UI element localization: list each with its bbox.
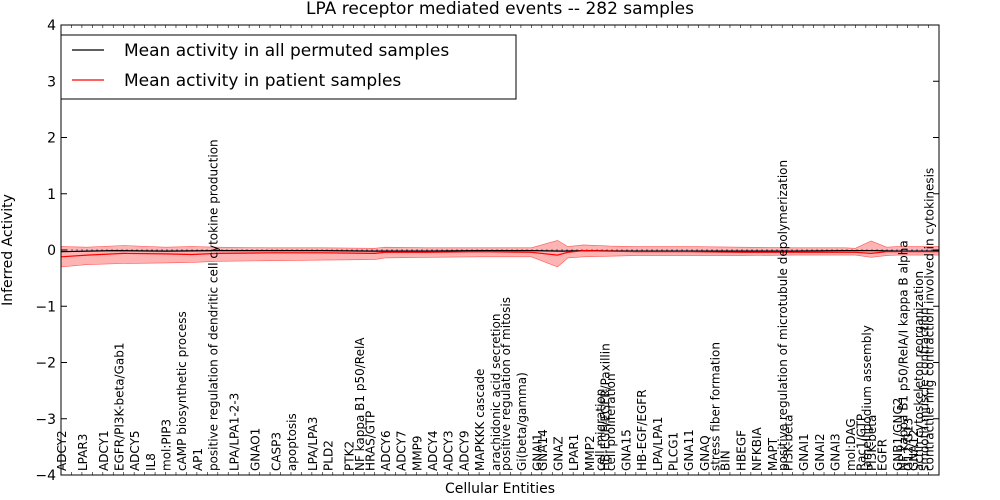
entity-label: PLD2 [322, 440, 336, 471]
entity-label: ADCY6 [379, 430, 393, 471]
entity-label: GNAI2 [813, 433, 827, 471]
entity-label: GNA14 [536, 429, 550, 471]
legend: Mean activity in all permuted samples Me… [60, 34, 517, 100]
patient-confidence-band [60, 240, 940, 268]
entity-label: PI3K-beta [781, 415, 795, 471]
entity-label: ADCY4 [426, 430, 440, 471]
entity-label: HB-EGF/EGFR [635, 389, 649, 471]
chart-title: LPA receptor mediated events -- 282 samp… [306, 0, 694, 19]
entity-label: LPAR1 [567, 434, 581, 471]
entity-label: GNA12 [907, 429, 921, 471]
entity-label: GNA15 [619, 429, 633, 471]
entity-label: PLCG1 [667, 432, 681, 471]
entity-label: mol:DAG [844, 418, 858, 471]
legend-box [60, 34, 517, 100]
confidence-band-layer [60, 240, 940, 268]
y-tick-label: 1 [47, 187, 56, 203]
entity-label: Gi(beta/gamma) [515, 372, 529, 471]
entity-label: ADCY1 [97, 430, 111, 471]
entity-label: MAPKKK cascade [473, 369, 487, 471]
y-tick-label: 4 [47, 18, 56, 34]
y-tick-label: −1 [35, 299, 56, 315]
entity-label: GNAI1 [531, 433, 545, 471]
legend-label-permuted: Mean activity in all permuted samples [124, 41, 449, 61]
x-axis-label: Cellular Entities [445, 481, 555, 497]
entity-label: smooth muscle contraction [917, 307, 931, 471]
entity-label: stress fiber formation [708, 342, 722, 471]
entity-label: cell proliferation [604, 373, 618, 471]
entity-label: NF kappa B1 p50/RelA/I kappa B alpha [896, 240, 910, 471]
entity-label: GNAZ [552, 436, 566, 471]
entity-label: G12/G13 [902, 418, 916, 471]
entity-label: NFKBIA [750, 426, 764, 471]
entity-label: GNA11 [682, 429, 696, 471]
entity-label: apoptosis [285, 413, 299, 471]
legend-label-patient: Mean activity in patient samples [124, 71, 401, 91]
y-axis-label: Inferred Activity [0, 194, 16, 306]
entity-label: CASP3 [269, 432, 283, 471]
entity-label: contractile ring contraction involved in… [923, 168, 937, 471]
entity-label: HRAS/GTP [363, 411, 377, 471]
entity-label: LPA/LPA1 [651, 417, 665, 471]
entity-label: HB-EGF/EGFR/Paxillin [599, 343, 613, 471]
entity-label: cAMP biosynthetic process [175, 311, 189, 471]
entity-label: ADCY3 [442, 430, 456, 471]
series-line-patient [60, 249, 939, 258]
entity-label: GNAI1 [797, 433, 811, 471]
entity-label: Rac1/GTP [855, 414, 869, 471]
entity-label: PTK2 [342, 441, 356, 471]
entity-label: mol:PIP3 [160, 419, 174, 471]
entity-label: positive regulation of mitosis [499, 297, 513, 471]
entity-label: positive regulation of dendritic cell cy… [207, 139, 221, 471]
entity-label: cell migration [593, 389, 607, 471]
y-tick-label: 3 [47, 74, 56, 90]
entity-label: NF kappa B1 p50/RelA [353, 337, 367, 471]
entity-label: MAPT [766, 437, 780, 471]
y-tick-label: −3 [35, 412, 56, 428]
entity-label: HBEGF [734, 430, 748, 471]
entity-label: ADCY7 [395, 430, 409, 471]
entity-label: LPA/LPA3 [306, 417, 320, 471]
entity-label: BIN [719, 450, 733, 471]
entity-label: IL8 [144, 453, 158, 471]
entity-label: LPA/LPA1-2-3 [228, 393, 242, 471]
y-tick-label: 0 [47, 243, 56, 259]
entity-label: PI3K-beta [865, 415, 879, 471]
entity-label: positive regulation of microtubule depol… [776, 160, 790, 471]
entity-label: LPAR3 [76, 434, 90, 471]
entity-label: GNAQ [698, 435, 712, 471]
entity-label: arachidonic acid secretion [489, 314, 503, 471]
entity-label: ADCY5 [128, 430, 142, 471]
entity-label: GNB1/GNG2 [891, 398, 905, 471]
entity-label: AP1 [191, 448, 205, 471]
entity-label: GNAO1 [248, 428, 262, 471]
y-tick-label: −4 [35, 468, 56, 484]
entity-label: ADCY2 [55, 430, 69, 471]
series-line-layer [60, 249, 939, 258]
entity-label: ADCY9 [457, 430, 471, 471]
plot-frame [60, 24, 940, 476]
y-tick-label: −2 [35, 356, 56, 372]
series-line-permuted [60, 249, 939, 253]
entity-label: lamellipodium assembly [860, 325, 874, 471]
entity-label: actin cytoskeleton reorganization [912, 271, 926, 471]
entity-label: EGFR/PI3K-beta/Gab1 [113, 342, 127, 471]
entity-label: EGFR [876, 439, 890, 471]
y-tick-label: 2 [47, 131, 56, 147]
entity-label: MMP2 [583, 435, 597, 471]
entity-label: GNAI3 [829, 433, 843, 471]
entity-label: MMP9 [410, 435, 424, 471]
